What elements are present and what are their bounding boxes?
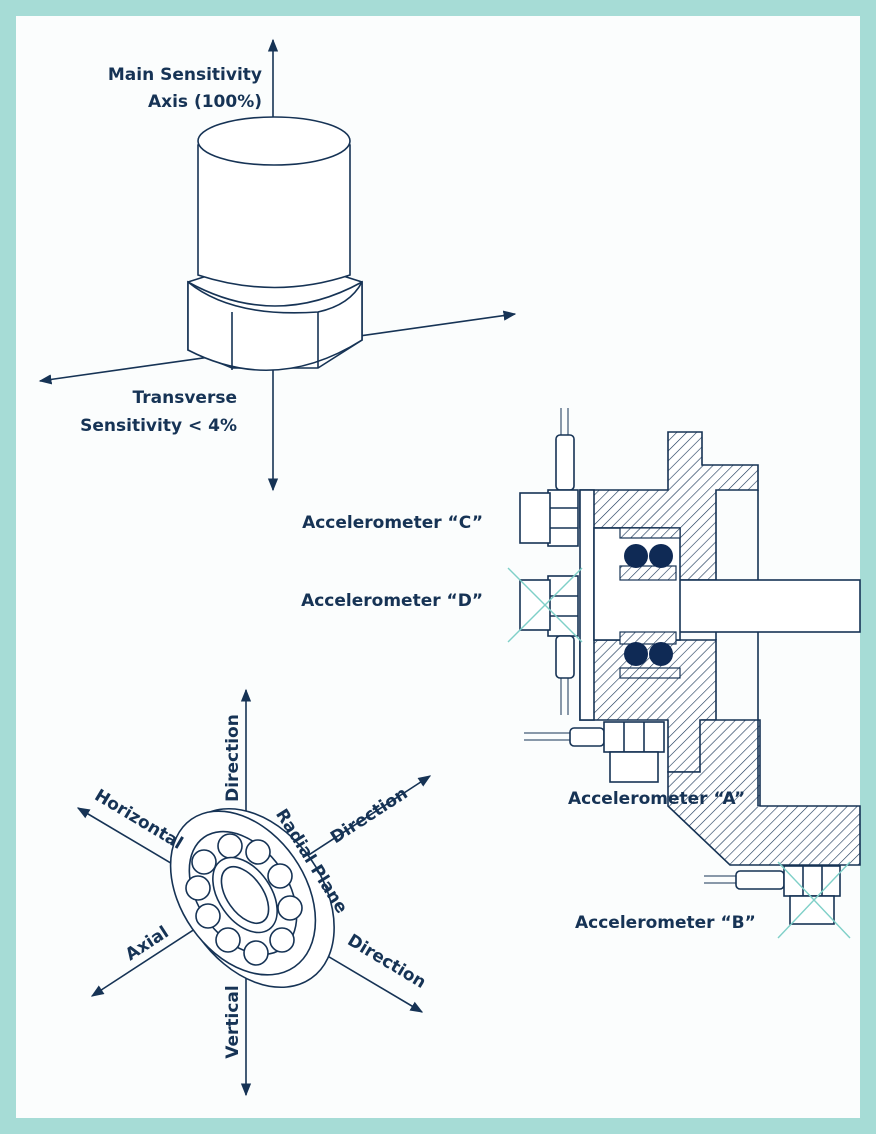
- accelerometer-c-sensor: [519, 408, 579, 547]
- direction-right-lower-label: Direction: [344, 931, 429, 993]
- vertical-label: Vertical: [223, 985, 243, 1058]
- bearing-illustration: [169, 807, 335, 989]
- bearing-ball: [624, 642, 648, 666]
- bearing-directions-figure: Direction Horizontal Radial Plane Direct…: [76, 688, 432, 1097]
- accelerometer-a-sensor: [524, 721, 665, 783]
- accelerometer-b-sensor: [704, 861, 851, 939]
- accelerometer-c-label: Accelerometer “C”: [302, 513, 483, 533]
- machine-cross-section: Accelerometer “C” Accelerometer “D” Acce…: [301, 408, 861, 939]
- accelerometer-d-sensor: [507, 567, 583, 715]
- sensor-figure: Main Sensitivity Axis (100%) Transverse …: [38, 38, 517, 492]
- direction-right-upper-label: Direction: [327, 784, 411, 849]
- accelerometer-a-label: Accelerometer “A”: [568, 789, 745, 809]
- housing-base: [667, 719, 861, 866]
- bearing-ball: [649, 544, 673, 568]
- sensor-cylinder: [197, 116, 351, 289]
- main-axis-label-line2: Axis (100%): [148, 92, 262, 112]
- accelerometer-d-label: Accelerometer “D”: [301, 591, 483, 611]
- axial-label: Axial: [122, 923, 173, 966]
- transverse-label-line1: Transverse: [133, 388, 237, 408]
- bearing-ball: [624, 544, 648, 568]
- bearing-ball: [649, 642, 673, 666]
- transverse-label-line2: Sensitivity < 4%: [80, 416, 237, 436]
- direction-top-label: Direction: [223, 714, 243, 802]
- main-axis-label-line1: Main Sensitivity: [108, 65, 262, 85]
- accelerometer-b-label: Accelerometer “B”: [575, 913, 756, 933]
